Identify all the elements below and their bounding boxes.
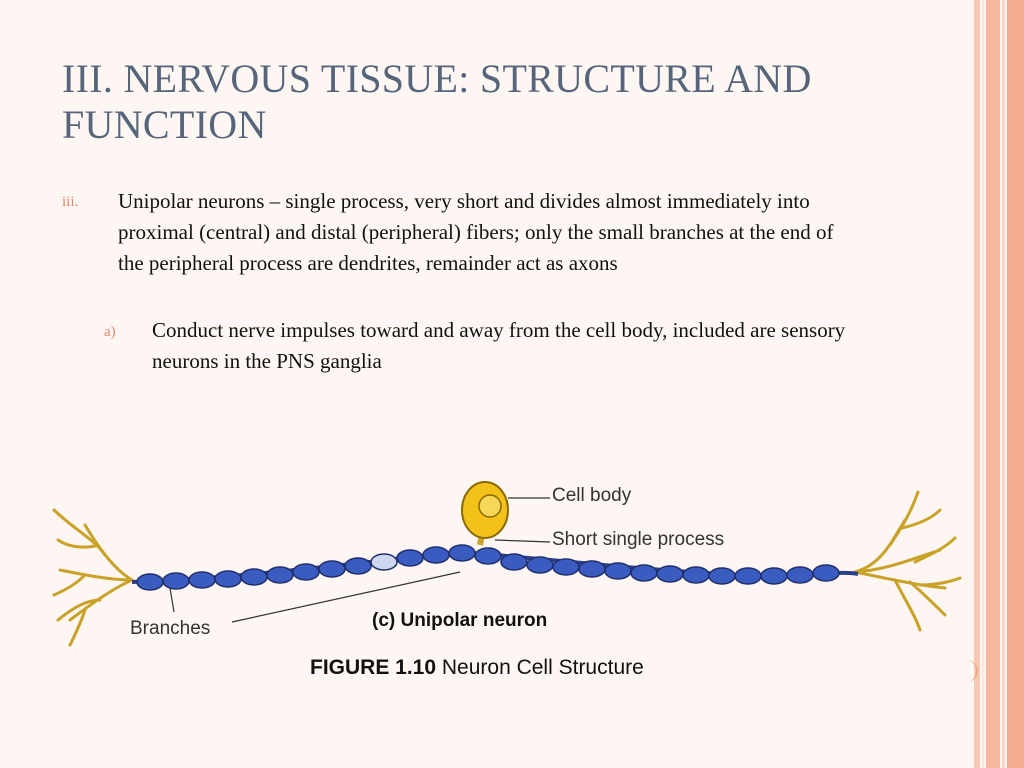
left-branches: [52, 508, 134, 647]
unipolar-neuron-diagram: [52, 481, 962, 647]
decorative-stripes: [974, 0, 1024, 768]
decorative-corner: [964, 660, 978, 682]
sub-bullet-text: Conduct nerve impulses toward and away f…: [152, 318, 846, 373]
leader-lines: [169, 497, 551, 623]
nucleus: [478, 494, 502, 518]
caption-text: Neuron Cell Structure: [436, 656, 644, 679]
figure-caption: FIGURE 1.10 Neuron Cell Structure: [310, 656, 644, 680]
branches-label: Branches: [130, 618, 211, 639]
slide-title: III. NERVOUS TISSUE: STRUCTURE AND FUNCT…: [62, 56, 812, 147]
myelin-sheath: [136, 544, 840, 591]
caption-number: FIGURE 1.10: [310, 656, 437, 679]
bullet-text: Unipolar neurons – single process, very …: [118, 189, 834, 275]
short-process-label: Short single process: [552, 529, 725, 550]
right-branches: [853, 490, 962, 632]
sub-bullet-marker: a): [104, 324, 116, 340]
bullet-marker: iii.: [62, 194, 79, 210]
figure-subtitle: (c) Unipolar neuron: [372, 610, 548, 631]
cell-body-label: Cell body: [552, 485, 632, 506]
neuron-figure: Cell body Short single process Branches …: [40, 470, 975, 700]
